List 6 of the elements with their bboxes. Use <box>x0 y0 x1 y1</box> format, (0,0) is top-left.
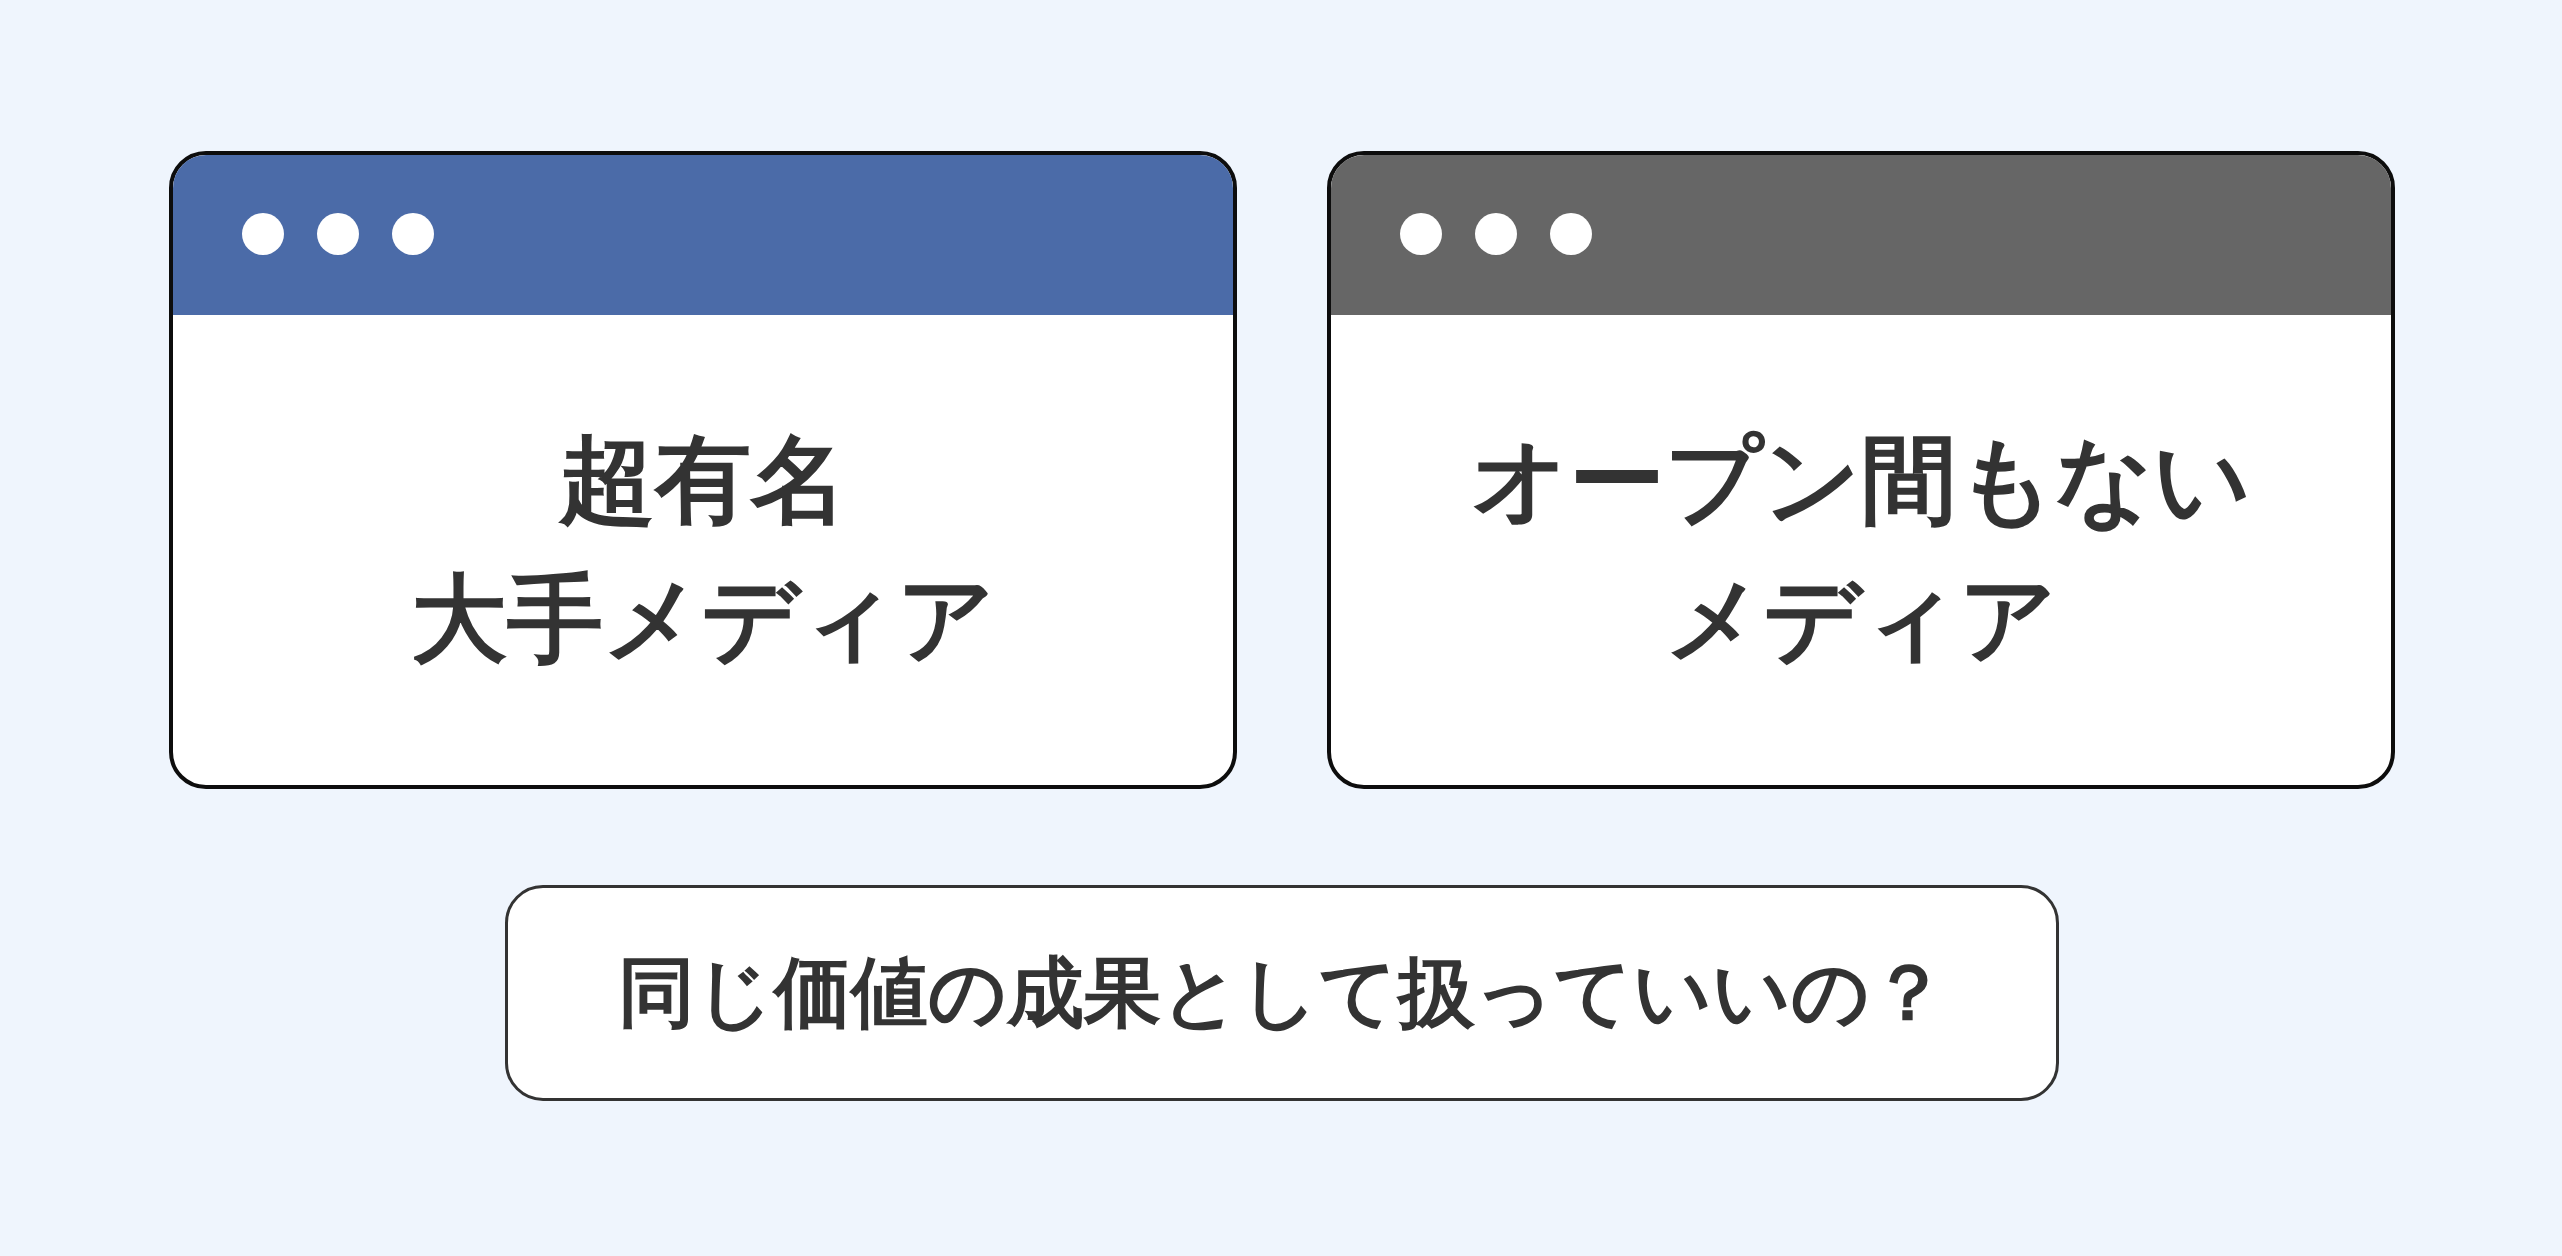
window-heading: オープン間もないメディア <box>1471 422 2251 677</box>
window-heading: 超有名大手メディア <box>411 422 995 677</box>
question-text: 同じ価値の成果として扱っていいの？ <box>617 946 1947 1039</box>
browser-window <box>1327 151 2395 789</box>
rounded-box <box>505 885 2059 1101</box>
browser-window <box>169 151 1237 789</box>
